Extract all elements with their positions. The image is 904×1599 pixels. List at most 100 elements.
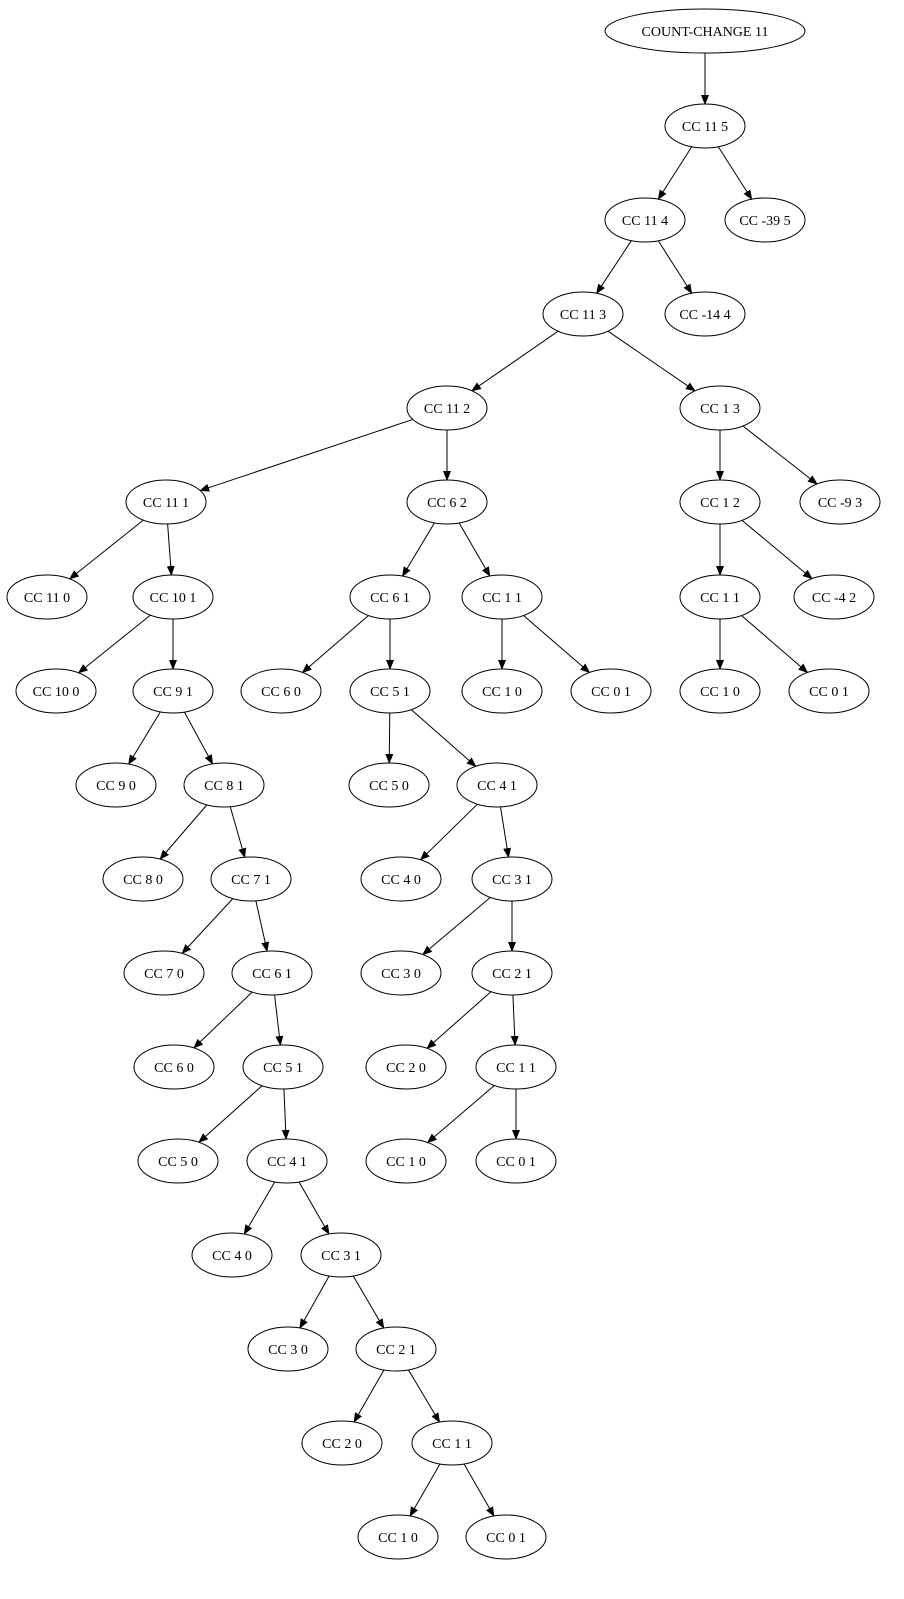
node-label: CC 7 0 — [144, 967, 184, 982]
edge-arrow — [463, 1463, 495, 1517]
edge-arrow — [422, 897, 491, 956]
edge-arrow — [255, 900, 270, 953]
node-label: CC 1 1 — [482, 591, 522, 606]
edge-arrow — [419, 803, 478, 861]
node-label: CC 11 4 — [622, 214, 668, 229]
edge-arrow — [458, 522, 491, 577]
node-label: CC 2 1 — [492, 967, 532, 982]
edge-arrow — [410, 709, 477, 768]
node-ellipse — [246, 1138, 328, 1184]
tree-node: CC 7 1 — [210, 856, 292, 902]
edge-arrow — [741, 615, 809, 674]
edge-arrow — [301, 615, 369, 674]
node-label: CC 1 0 — [386, 1155, 426, 1170]
tree-node: CC 1 0 — [365, 1138, 447, 1184]
node-ellipse — [461, 574, 543, 620]
node-label: CC 4 1 — [477, 779, 517, 794]
node-label: CC 1 3 — [700, 402, 740, 417]
tree-node: CC 2 0 — [301, 1420, 383, 1466]
node-label: CC 5 0 — [158, 1155, 198, 1170]
node-label: CC 1 2 — [700, 496, 740, 511]
tree-node: CC 1 0 — [461, 668, 543, 714]
node-ellipse — [348, 762, 430, 808]
edge-arrow — [385, 712, 394, 765]
tree-node: CC 1 1 — [475, 1044, 557, 1090]
tree-node: CC 3 0 — [247, 1326, 329, 1372]
node-ellipse — [355, 1326, 437, 1372]
node-ellipse — [242, 1044, 324, 1090]
node-label: COUNT-CHANGE 11 — [642, 25, 769, 40]
node-label: CC 6 2 — [427, 496, 467, 511]
tree-node: CC 5 0 — [137, 1138, 219, 1184]
node-ellipse — [799, 479, 881, 525]
node-label: CC -39 5 — [739, 214, 790, 229]
node-label: CC 11 1 — [143, 496, 189, 511]
node-label: CC 3 0 — [381, 967, 421, 982]
node-ellipse — [471, 950, 553, 996]
node-label: CC 6 1 — [252, 967, 292, 982]
node-ellipse — [465, 1514, 547, 1560]
node-ellipse — [570, 668, 652, 714]
tree-node: CC 4 1 — [456, 762, 538, 808]
tree-node: CC 3 0 — [360, 950, 442, 996]
edge-arrow — [510, 994, 519, 1047]
node-ellipse — [132, 668, 214, 714]
edge-arrow — [181, 898, 234, 955]
node-ellipse — [231, 950, 313, 996]
tree-node: CC 1 3 — [679, 385, 761, 431]
edge-arrow — [471, 330, 559, 392]
node-ellipse — [360, 950, 442, 996]
tree-node: CC -39 5 — [724, 197, 806, 243]
edge-arrow — [274, 994, 284, 1047]
node-ellipse — [724, 197, 806, 243]
node-label: CC 0 1 — [486, 1531, 526, 1546]
node-ellipse — [604, 8, 806, 54]
tree-node: CC -9 3 — [799, 479, 881, 525]
tree-node: CC 6 0 — [133, 1044, 215, 1090]
node-label: CC 7 1 — [231, 873, 271, 888]
node-label: CC 1 0 — [482, 685, 522, 700]
tree-node: CC 1 1 — [461, 574, 543, 620]
edge-arrow — [402, 522, 435, 577]
edge-arrow — [596, 240, 632, 295]
node-ellipse — [102, 856, 184, 902]
node-ellipse — [461, 668, 543, 714]
node-ellipse — [132, 574, 214, 620]
node-label: CC -14 4 — [679, 308, 730, 323]
edge-arrow — [166, 523, 175, 577]
edge-arrow — [183, 711, 214, 765]
node-ellipse — [123, 950, 205, 996]
node-ellipse — [406, 479, 488, 525]
node-ellipse — [664, 103, 746, 149]
node-label: CC 1 0 — [700, 685, 740, 700]
node-ellipse — [137, 1138, 219, 1184]
node-ellipse — [456, 762, 538, 808]
tree-node: CC 3 1 — [471, 856, 553, 902]
node-label: CC 3 1 — [321, 1249, 361, 1264]
edge-arrow — [353, 1369, 385, 1423]
edge-arrow — [742, 425, 818, 485]
tree-node: CC 1 2 — [679, 479, 761, 525]
tree-node: CC 11 1 — [125, 479, 207, 525]
tree-node: CC 0 1 — [465, 1514, 547, 1560]
node-ellipse — [125, 479, 207, 525]
node-ellipse — [15, 668, 97, 714]
edge-arrow — [426, 991, 492, 1049]
node-label: CC 4 0 — [212, 1249, 252, 1264]
tree-node: CC 11 2 — [406, 385, 488, 431]
edge-arrow — [741, 519, 813, 580]
node-label: CC 11 2 — [424, 402, 470, 417]
edge-arrow — [426, 1085, 495, 1144]
node-ellipse — [475, 1044, 557, 1090]
node-label: CC 9 0 — [96, 779, 136, 794]
edge-arrow — [500, 806, 512, 859]
tree-node: CC 1 0 — [357, 1514, 439, 1560]
edge-arrow — [68, 519, 144, 580]
tree-node: CC 3 1 — [300, 1232, 382, 1278]
edge-arrow — [408, 1369, 441, 1423]
tree-node: CC 11 4 — [604, 197, 686, 243]
tree-node: CC 11 0 — [6, 574, 88, 620]
node-ellipse — [679, 479, 761, 525]
node-label: CC 3 1 — [492, 873, 532, 888]
node-ellipse — [664, 291, 746, 337]
